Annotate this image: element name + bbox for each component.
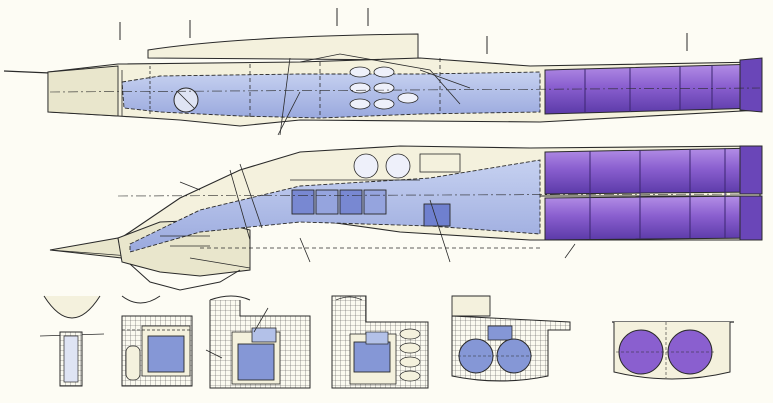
engine-plan-lower — [544, 195, 761, 241]
cross-section-3 — [205, 295, 311, 389]
cross-section-5 — [451, 295, 571, 382]
station-marks — [119, 8, 688, 54]
intake-duct-side — [121, 71, 541, 119]
spine-fairing — [147, 33, 419, 61]
plan-centreline — [117, 193, 761, 197]
canopy-plan — [129, 263, 241, 291]
nozzle-plan-upper — [739, 145, 763, 195]
cross-section-2 — [121, 295, 193, 387]
nose-probe — [3, 70, 51, 74]
side-view — [3, 8, 763, 136]
nozzle-plan-lower — [739, 195, 763, 241]
cross-sections — [39, 295, 734, 389]
cross-section-4 — [331, 295, 429, 389]
cross-section-1 — [39, 295, 105, 387]
plan-view — [49, 145, 763, 291]
fuel-cells-side — [349, 66, 419, 110]
internal-structure-plan — [160, 163, 576, 269]
engine-plan-upper — [544, 147, 761, 195]
nozzle-side — [739, 57, 763, 113]
side-centreline — [49, 87, 761, 93]
fuel-cells-plan — [353, 153, 461, 179]
nose-cone — [47, 65, 119, 117]
cross-section-6 — [612, 321, 734, 380]
internal-structure-side — [121, 53, 471, 136]
nose-spike-plan — [49, 237, 123, 259]
fuel-tanks-plan — [291, 189, 451, 227]
